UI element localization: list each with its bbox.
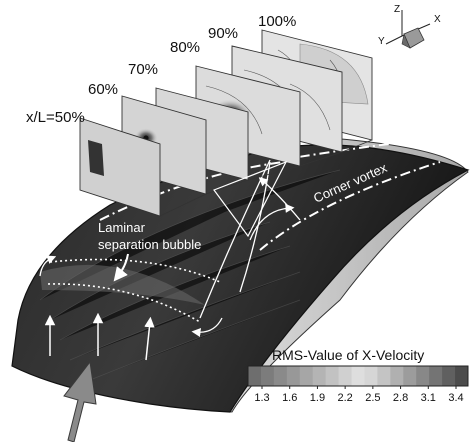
colorbar-frame <box>247 365 469 387</box>
colorbar-swatch <box>364 366 378 386</box>
axis-z-label: Z <box>394 4 400 15</box>
colorbar-swatch <box>403 366 417 386</box>
section-planes <box>79 29 373 217</box>
colorbar-title: RMS-Value of X-Velocity <box>272 347 424 363</box>
colorbar-swatch <box>429 366 443 386</box>
surface-streamlines <box>39 159 301 338</box>
section-label-60: 60% <box>88 81 118 98</box>
colorbar: RMS-Value of X-Velocity 1.3 1.6 1.9 2.2 2.5 2… <box>247 347 469 404</box>
inflow-arrow <box>63 360 97 442</box>
section-label-90: 90% <box>208 25 238 42</box>
colorbar-swatch <box>442 366 456 386</box>
axis-y-label: Y <box>378 36 385 47</box>
bubble-lower-line <box>47 283 201 323</box>
colorbar-tick-label: 2.5 <box>365 392 380 404</box>
bubble-label-line1: Laminar <box>98 220 146 235</box>
triangle-overlay <box>213 160 288 238</box>
inflow-streak-arrows <box>44 312 155 361</box>
colorbar-swatch <box>273 366 288 386</box>
colorbar-swatch <box>299 366 314 386</box>
vortex-line-3 <box>259 161 441 251</box>
separation-band <box>40 264 205 305</box>
colorbar-swatch <box>455 366 469 386</box>
colorbar-swatch <box>325 366 340 386</box>
colorbar-swatch <box>248 366 262 386</box>
colorbar-swatch <box>312 366 327 386</box>
colorbar-swatch <box>377 366 391 386</box>
section-label-100: 100% <box>258 13 296 30</box>
section-label-70: 70% <box>128 61 158 78</box>
axis-x-label: X <box>434 14 441 25</box>
colorbar-swatch <box>351 366 365 386</box>
bubble-label-line2: separation bubble <box>98 237 201 252</box>
colorbar-swatch <box>390 366 404 386</box>
colorbar-swatch <box>286 366 301 386</box>
colorbar-swatches <box>248 366 469 386</box>
colorbar-tick-label: 1.6 <box>282 392 297 404</box>
colorbar-tick-label: 2.2 <box>337 392 352 404</box>
axis-triad: Z X Y <box>378 4 441 49</box>
colorbar-swatch <box>416 366 430 386</box>
colorbar-swatch <box>260 366 275 386</box>
colorbar-tick-label: 1.9 <box>310 392 325 404</box>
bubble-pointer-arrow <box>113 253 129 282</box>
colorbar-tick-label: 3.1 <box>421 392 436 404</box>
section-label-50: x/L=50% <box>26 109 85 126</box>
colorbar-tick-label: 1.3 <box>254 392 269 404</box>
colorbar-swatch <box>338 366 353 386</box>
section-label-80: 80% <box>170 39 200 56</box>
colorbar-tick-label: 2.8 <box>393 392 408 404</box>
colorbar-ticks: 1.3 1.6 1.9 2.2 2.5 2.8 3.1 3.4 <box>254 386 464 404</box>
colorbar-tick-label: 3.4 <box>448 392 463 404</box>
